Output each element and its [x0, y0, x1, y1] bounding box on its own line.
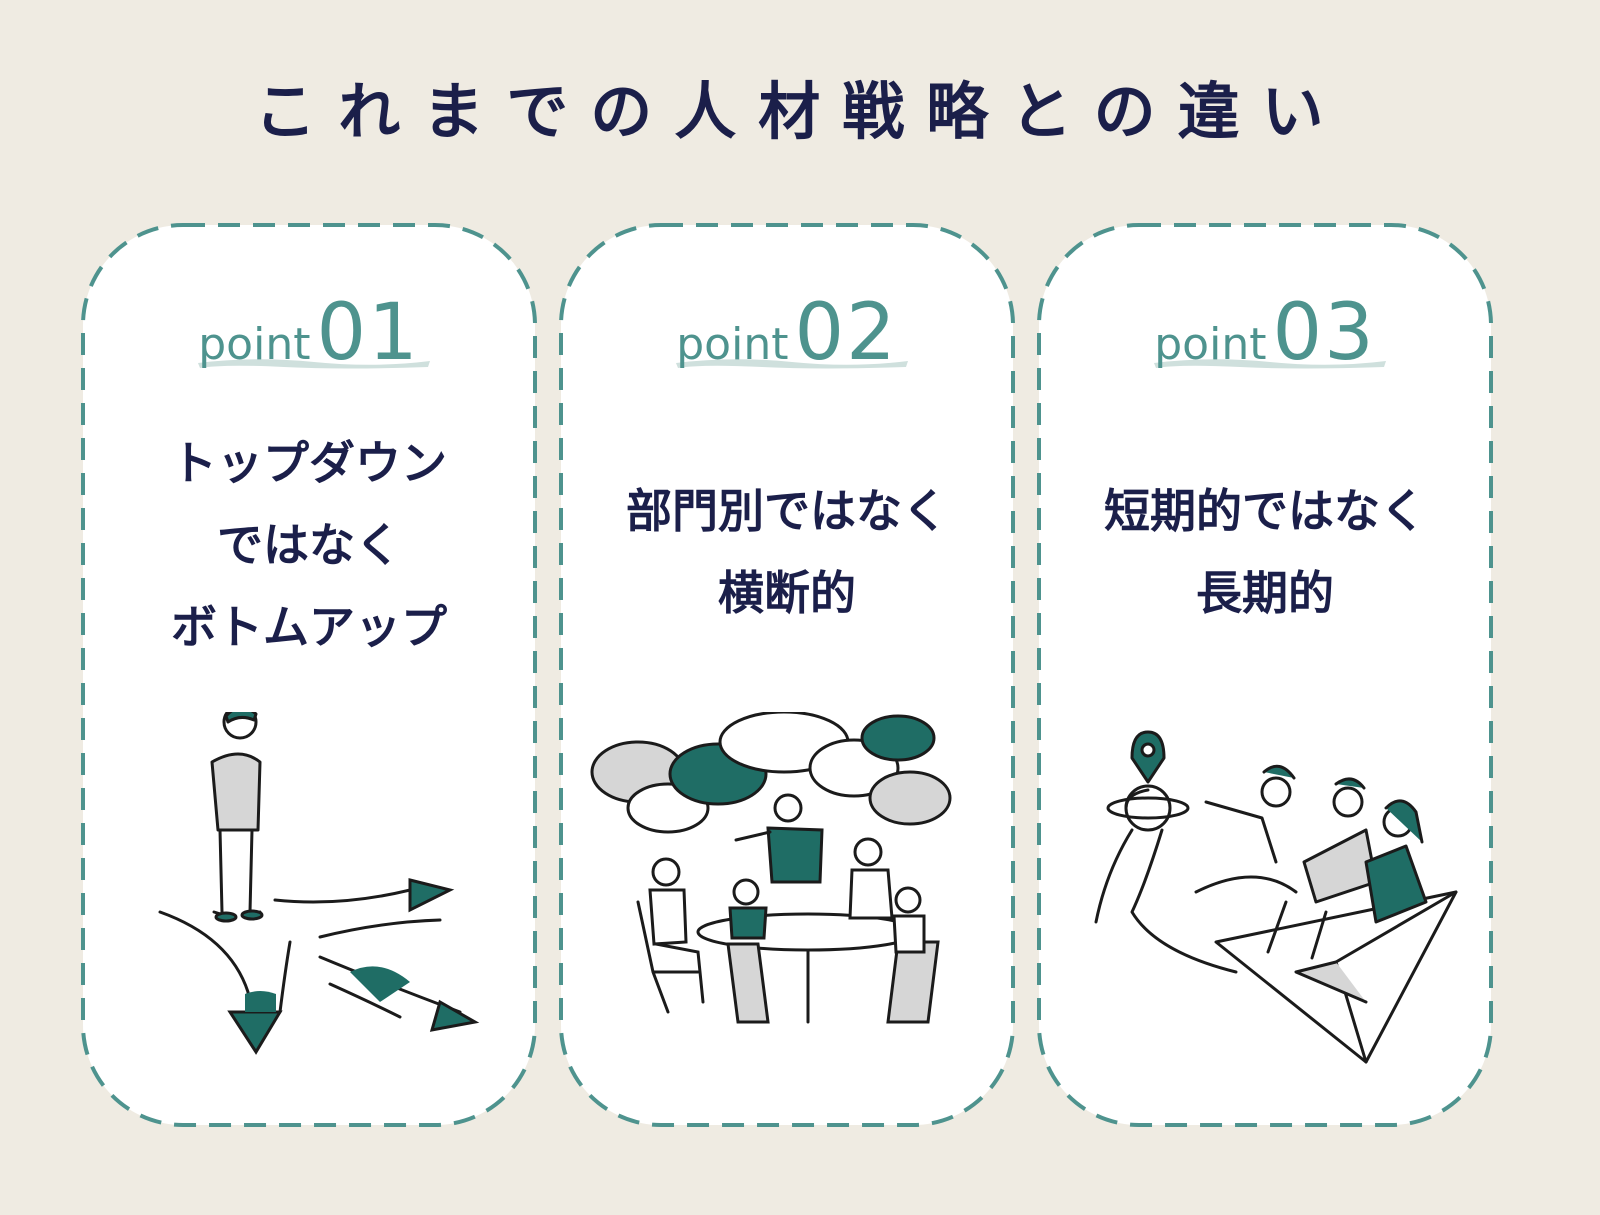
brush-stroke-decoration [676, 359, 908, 369]
point-word: point [676, 319, 789, 370]
brush-stroke-decoration [1154, 359, 1386, 369]
heading-line: ではなく [217, 518, 401, 572]
heading-line: トップダウン [171, 436, 447, 490]
point-number: 03 [1272, 288, 1376, 378]
point-label: point03 [1036, 288, 1494, 378]
team-flying-paper-plane-illustration [1094, 730, 1458, 1064]
team-meeting-speech-bubbles-illustration [590, 712, 952, 1024]
heading-line: 短期的ではなく [1104, 484, 1426, 538]
point-card-02: point02 部門別ではなく 横断的 [558, 222, 1016, 1128]
person-crossroads-arrows-illustration [158, 712, 480, 1055]
heading-line: 長期的 [1196, 566, 1334, 620]
point-number: 01 [316, 288, 420, 378]
point-number: 02 [794, 288, 898, 378]
point-card-03: point03 短期的ではなく 長期的 [1036, 222, 1494, 1128]
brush-stroke-decoration [198, 359, 430, 369]
heading-line: 部門別ではなく [626, 484, 948, 538]
point-word: point [198, 319, 311, 370]
point-card-01: point01 トップダウン ではなく ボトムアップ [80, 222, 538, 1128]
point-word: point [1154, 319, 1267, 370]
point-label: point01 [80, 288, 538, 378]
heading-line: 横断的 [718, 566, 856, 620]
point-label: point02 [558, 288, 1016, 378]
card-heading: 短期的ではなく 長期的 [1036, 470, 1494, 634]
page-title: これまでの人材戦略との違い [254, 75, 1346, 148]
heading-line: ボトムアップ [171, 600, 447, 654]
card-heading: トップダウン ではなく ボトムアップ [80, 422, 538, 668]
card-heading: 部門別ではなく 横断的 [558, 470, 1016, 634]
